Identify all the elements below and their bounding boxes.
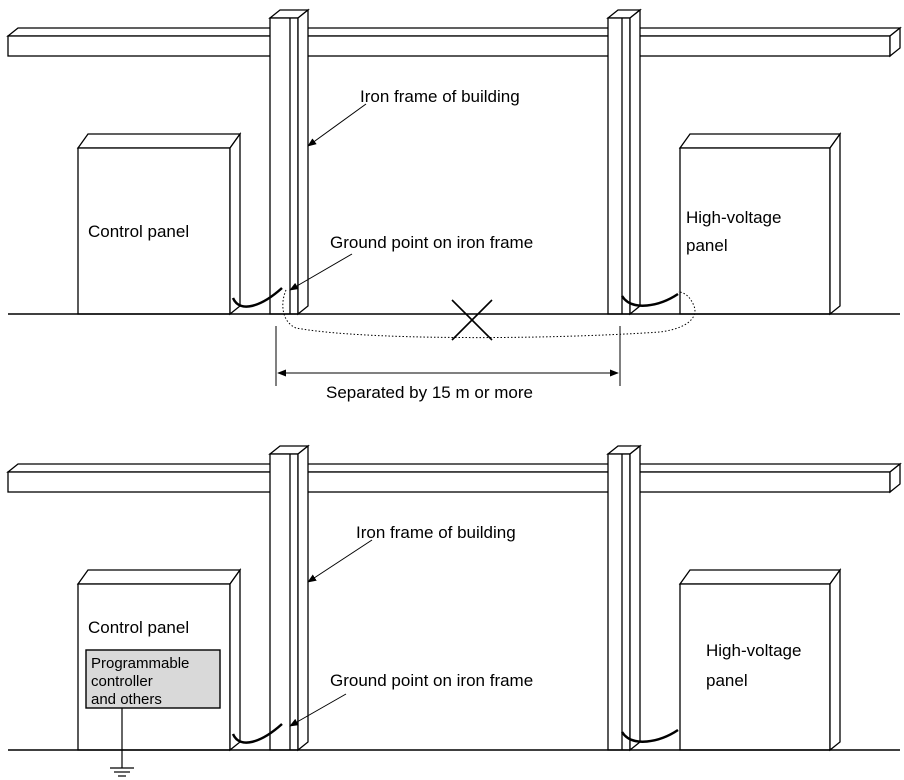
bottom-right-iron-column	[606, 444, 642, 752]
bottom-high-voltage-panel-box	[678, 567, 842, 752]
bottom-ground-point-label: Ground point on iron frame	[330, 671, 533, 690]
bottom-plc-label-line1: Programmable	[91, 655, 189, 672]
top-high-voltage-label-line1: High-voltage	[686, 208, 781, 227]
bottom-high-voltage-label-line1: High-voltage	[706, 641, 801, 660]
bottom-control-panel-label: Control panel	[88, 618, 189, 637]
top-separation-dimension	[275, 326, 621, 386]
top-diagram-incorrect: Control panel High-voltage panel Iron fr…	[6, 8, 902, 402]
bottom-plc-label-line2: controller	[91, 673, 153, 690]
top-incorrect-x-mark	[451, 299, 493, 341]
bottom-control-panel-ground-wire	[231, 723, 283, 744]
bottom-ground-point-arrow	[289, 693, 347, 727]
top-iron-frame-arrow	[307, 103, 367, 147]
earth-ground-icon	[110, 708, 134, 777]
top-ground-point-arrow	[289, 253, 353, 291]
top-control-panel-box	[76, 131, 242, 316]
bottom-iron-frame-label: Iron frame of building	[356, 523, 516, 542]
top-control-panel-ground-wire	[231, 287, 283, 308]
top-high-voltage-panel-box	[678, 131, 842, 316]
bottom-left-iron-column	[268, 444, 310, 752]
top-ground-point-label: Ground point on iron frame	[330, 233, 533, 252]
top-right-iron-column	[606, 8, 642, 316]
top-high-voltage-ground-wire	[620, 292, 679, 307]
top-building-beam	[6, 26, 902, 58]
bottom-diagram-correct: Control panel Programmable controller an…	[6, 444, 902, 777]
top-iron-frame-label: Iron frame of building	[360, 87, 520, 106]
bottom-building-beam	[6, 462, 902, 494]
top-left-iron-column	[268, 8, 310, 316]
bottom-plc-box	[85, 649, 221, 709]
top-separation-label: Separated by 15 m or more	[326, 383, 533, 402]
bottom-iron-frame-arrow	[307, 539, 373, 583]
bottom-plc-label-line3: and others	[91, 691, 162, 708]
bottom-high-voltage-ground-wire	[620, 728, 679, 743]
top-control-panel-label: Control panel	[88, 222, 189, 241]
bottom-high-voltage-label-line2: panel	[706, 671, 748, 690]
top-dotted-ground-path	[282, 289, 696, 339]
top-high-voltage-label-line2: panel	[686, 236, 728, 255]
